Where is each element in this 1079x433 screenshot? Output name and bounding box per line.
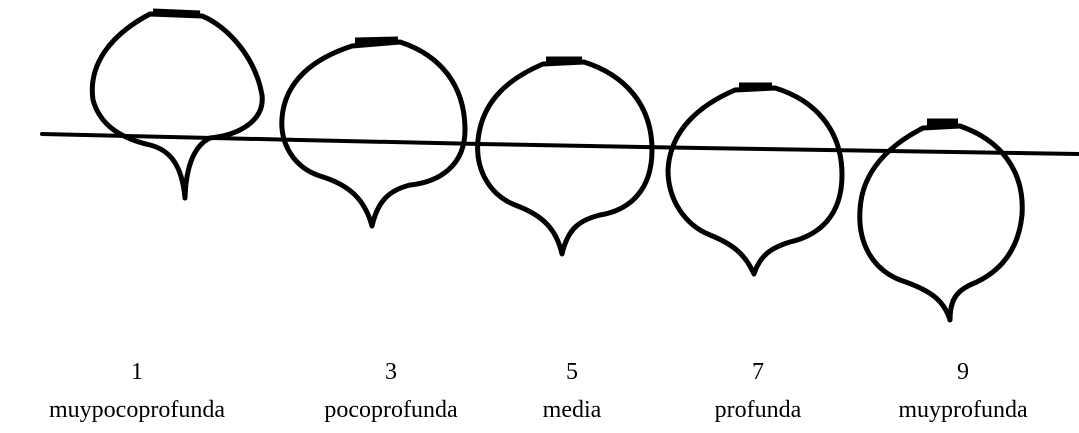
depth-label-1: muypocoprofunda xyxy=(49,397,225,423)
bulb-shape-5 xyxy=(857,123,1025,323)
bulb-shape-4 xyxy=(665,85,845,277)
depth-label-7: profunda xyxy=(714,397,802,423)
bulb-neck-2 xyxy=(354,36,399,45)
bulb-shape-2 xyxy=(279,39,468,229)
depth-number-5: 5 xyxy=(566,359,578,385)
bulb-shape-3 xyxy=(475,59,655,257)
depth-label-5: media xyxy=(542,397,602,423)
depth-number-3: 3 xyxy=(385,359,397,385)
depth-number-1: 1 xyxy=(131,359,143,385)
depth-number-9: 9 xyxy=(957,359,969,385)
bulb-shape-1 xyxy=(89,11,265,201)
depth-label-9: muyprofunda xyxy=(898,397,1028,423)
depth-label-3: pocoprofunda xyxy=(324,397,458,423)
bulb-neck-1 xyxy=(152,8,201,18)
depth-number-7: 7 xyxy=(752,359,764,385)
